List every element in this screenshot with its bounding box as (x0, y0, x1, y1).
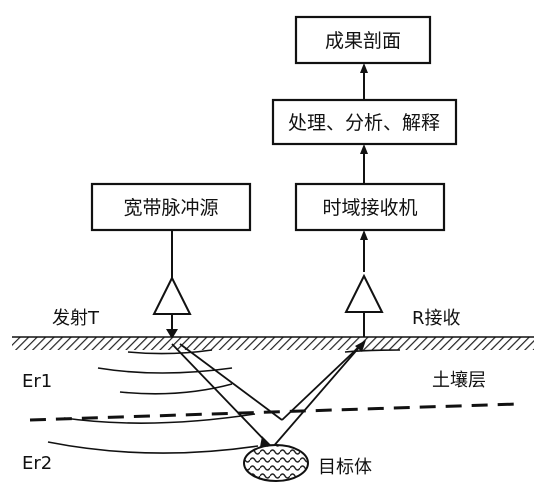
time-domain-receiver-label: 时域接收机 (322, 197, 417, 219)
ground-surface-hatch (12, 337, 534, 350)
receive-antenna-icon (344, 273, 384, 313)
processing-label: 处理、分析、解释 (288, 112, 440, 134)
soil-layer-label: 土壤层 (432, 370, 486, 391)
processing-box: 处理、分析、解释 (271, 98, 458, 146)
target-label: 目标体 (318, 457, 372, 478)
transmit-antenna-icon (152, 275, 192, 315)
result-profile-box: 成果剖面 (294, 15, 432, 65)
er2-label: Er2 (22, 453, 52, 474)
transmit-down-arrowhead (166, 329, 178, 339)
wavefronts (47, 349, 401, 454)
ray-arrowhead-receive (355, 340, 366, 352)
transmit-label: 发射T (52, 308, 100, 329)
ray-paths (171, 343, 363, 449)
time-domain-receiver-box: 时域接收机 (294, 182, 446, 232)
pulse-source-box: 宽带脉冲源 (90, 182, 252, 232)
target-body-icon (243, 444, 309, 482)
result-profile-label: 成果剖面 (325, 30, 401, 52)
receive-label: R接收 (412, 308, 461, 329)
pulse-source-label: 宽带脉冲源 (123, 197, 218, 219)
layer-boundary-dashed (29, 402, 519, 422)
er1-label: Er1 (22, 371, 52, 392)
